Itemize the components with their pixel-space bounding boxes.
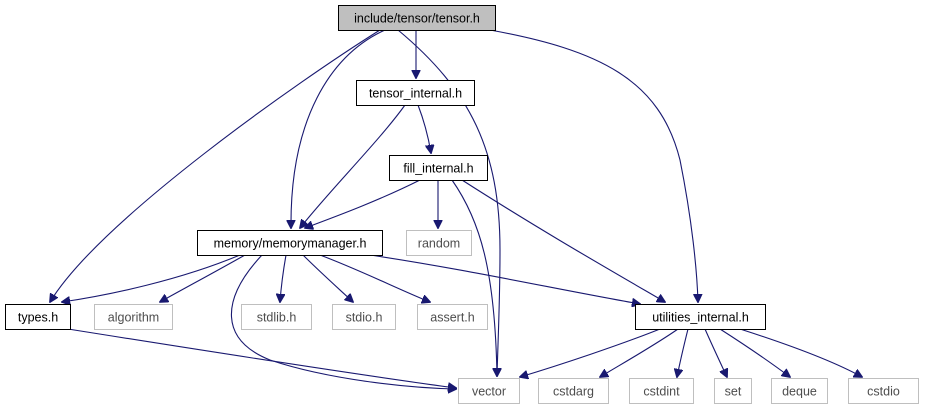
node-label-utilities_internal_h: utilities_internal.h xyxy=(652,311,749,325)
node-label-set: set xyxy=(725,385,742,399)
node-label-fill_internal_h: fill_internal.h xyxy=(403,162,473,176)
node-label-tensor_internal_h: tensor_internal.h xyxy=(369,87,462,101)
node-deque: deque xyxy=(771,378,828,404)
edge-tensor_h-to-types_h xyxy=(50,29,381,302)
edge-tensor_h-to-memorymanager_h xyxy=(291,29,386,228)
node-label-deque: deque xyxy=(782,385,817,399)
node-label-types_h: types.h xyxy=(18,311,58,325)
node-random: random xyxy=(406,230,472,256)
node-label-cstdint: cstdint xyxy=(643,385,680,399)
nodes-layer: include/tensor/tensor.h tensor_internal.h… xyxy=(5,5,919,404)
node-box-fill_internal_h xyxy=(389,155,488,181)
node-label-tensor_h: include/tensor/tensor.h xyxy=(354,12,480,26)
node-box-tensor_internal_h xyxy=(356,80,475,106)
node-box-stdio_h xyxy=(332,304,396,330)
node-box-utilities_internal_h xyxy=(635,304,766,330)
node-utilities_internal_h[interactable]: utilities_internal.h xyxy=(635,304,766,330)
node-box-memorymanager_h xyxy=(197,230,383,256)
node-box-stdlib_h xyxy=(241,304,312,330)
node-fill_internal_h[interactable]: fill_internal.h xyxy=(389,155,488,181)
node-box-vector xyxy=(458,378,520,404)
node-tensor_internal_h[interactable]: tensor_internal.h xyxy=(356,80,475,106)
node-cstdio: cstdio xyxy=(848,378,919,404)
edge-utilities_internal_h-to-deque xyxy=(719,328,790,377)
edge-utilities_internal_h-to-cstdint xyxy=(677,328,689,377)
edge-tensor_internal_h-to-memorymanager_h xyxy=(300,104,406,228)
edge-memorymanager_h-to-algorithm xyxy=(160,254,246,302)
edge-memorymanager_h-to-stdlib_h xyxy=(280,254,287,302)
edge-tensor_internal_h-to-fill_internal_h xyxy=(417,104,431,153)
node-box-algorithm xyxy=(94,304,173,330)
edge-fill_internal_h-to-memorymanager_h xyxy=(305,179,421,228)
node-label-random: random xyxy=(418,237,460,251)
edge-tensor_h-to-vector xyxy=(397,29,500,376)
edge-memorymanager_h-to-vector xyxy=(230,254,456,389)
node-label-vector: vector xyxy=(472,385,506,399)
node-label-cstdarg: cstdarg xyxy=(553,385,594,399)
node-box-assert_h xyxy=(417,304,488,330)
edge-memorymanager_h-to-assert_h xyxy=(319,254,430,302)
node-tensor_h[interactable]: include/tensor/tensor.h xyxy=(338,5,496,31)
edge-utilities_internal_h-to-set xyxy=(704,328,727,377)
edge-utilities_internal_h-to-cstdarg xyxy=(600,328,679,377)
node-stdio_h: stdio.h xyxy=(332,304,396,330)
node-label-memorymanager_h: memory/memorymanager.h xyxy=(214,237,367,251)
node-label-algorithm: algorithm xyxy=(108,311,159,325)
node-label-stdio_h: stdio.h xyxy=(346,311,383,325)
node-stdlib_h: stdlib.h xyxy=(241,304,312,330)
node-label-stdlib_h: stdlib.h xyxy=(257,311,297,325)
edge-memorymanager_h-to-types_h xyxy=(62,254,241,302)
node-memorymanager_h[interactable]: memory/memorymanager.h xyxy=(197,230,383,256)
edge-utilities_internal_h-to-vector xyxy=(520,328,661,377)
node-box-set xyxy=(714,378,752,404)
edge-fill_internal_h-to-vector xyxy=(451,179,497,376)
node-box-cstdarg xyxy=(538,378,609,404)
node-label-assert_h: assert.h xyxy=(430,311,475,325)
node-box-tensor_h xyxy=(338,5,496,31)
node-cstdint: cstdint xyxy=(629,378,694,404)
node-set: set xyxy=(714,378,752,404)
edge-types_h-to-vector xyxy=(67,328,456,388)
node-box-deque xyxy=(771,378,828,404)
edges-layer xyxy=(50,29,862,389)
node-box-types_h xyxy=(5,304,71,330)
edge-memorymanager_h-to-stdio_h xyxy=(302,254,353,302)
edge-memorymanager_h-to-utilities_internal_h xyxy=(369,254,640,304)
edge-fill_internal_h-to-utilities_internal_h xyxy=(461,179,665,302)
node-algorithm: algorithm xyxy=(94,304,173,330)
edge-tensor_h-to-utilities_internal_h xyxy=(489,29,698,302)
node-vector: vector xyxy=(458,378,520,404)
node-assert_h: assert.h xyxy=(417,304,488,330)
node-label-cstdio: cstdio xyxy=(867,385,900,399)
edge-utilities_internal_h-to-cstdio xyxy=(739,328,862,377)
node-types_h[interactable]: types.h xyxy=(5,304,71,330)
node-box-cstdint xyxy=(629,378,694,404)
node-box-random xyxy=(406,230,472,256)
node-cstdarg: cstdarg xyxy=(538,378,609,404)
node-box-cstdio xyxy=(848,378,919,404)
